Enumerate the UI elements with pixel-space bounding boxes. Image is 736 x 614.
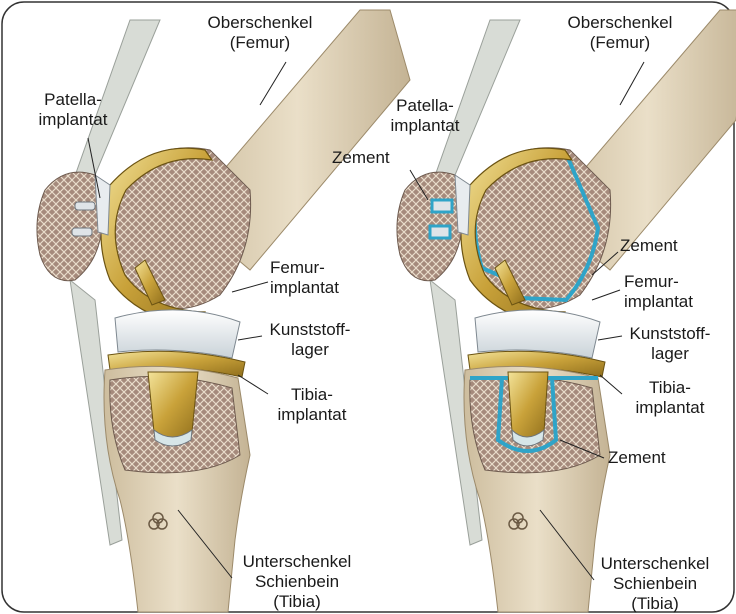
right-label-cement-patella: Zement bbox=[332, 148, 390, 168]
right-patella-implant bbox=[455, 175, 470, 235]
left-plastic-insert bbox=[115, 310, 240, 358]
left-label-tibia-implant: Tibia-implantat bbox=[262, 385, 362, 425]
left-label-femur: Oberschenkel(Femur) bbox=[205, 13, 315, 53]
right-label-plastic-insert: Kunststoff-lager bbox=[620, 324, 720, 364]
left-label-patella-implant: Patella-implantat bbox=[18, 90, 128, 130]
right-label-tibia-implant: Tibia-implantat bbox=[620, 378, 720, 418]
left-label-plastic-insert: Kunststoff-lager bbox=[260, 320, 360, 360]
right-tibia-stem bbox=[508, 372, 548, 439]
right-label-cement-tibia: Zement bbox=[608, 448, 666, 468]
right-label-cement-femur: Zement bbox=[620, 236, 678, 256]
right-label-femur: Oberschenkel(Femur) bbox=[565, 13, 675, 53]
right-label-femur-implant: Femur-implantat bbox=[624, 272, 693, 312]
right-plastic-insert bbox=[475, 310, 600, 358]
left-label-femur-implant: Femur-implantat bbox=[270, 258, 339, 298]
left-tibia-stem bbox=[148, 372, 198, 439]
right-label-patella-implant: Patella-implantat bbox=[370, 96, 480, 136]
